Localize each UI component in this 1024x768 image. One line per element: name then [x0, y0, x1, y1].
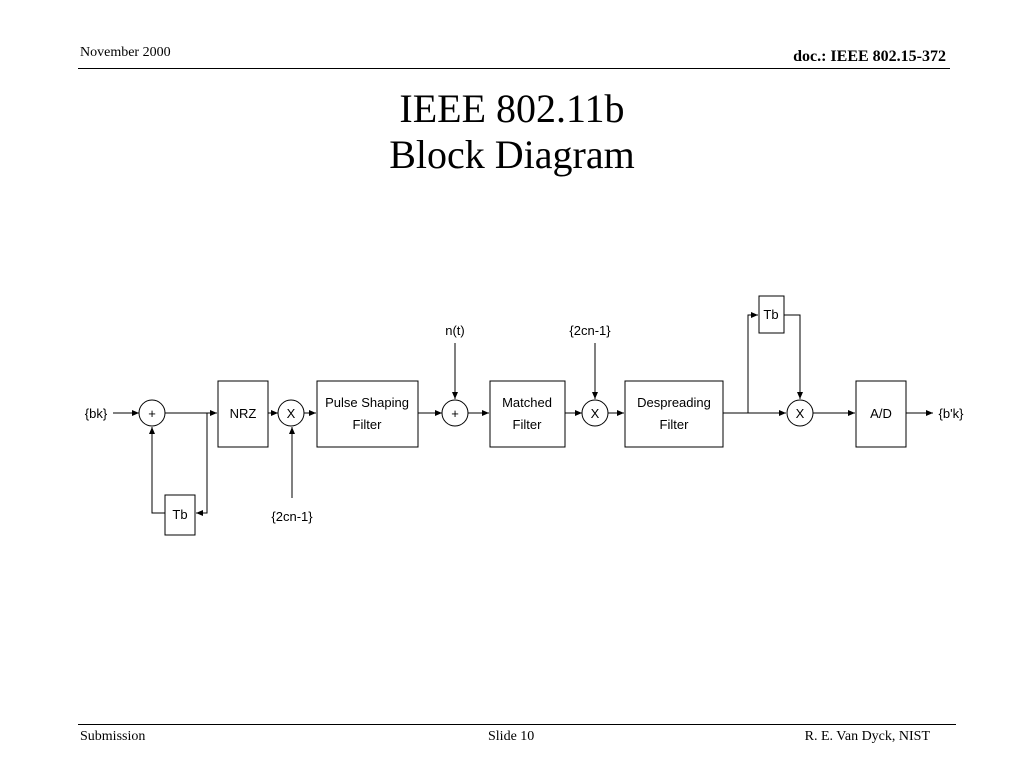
multiplier-differential-symbol: X — [796, 406, 805, 421]
adder-noise-symbol: + — [451, 406, 459, 421]
output-label: {b'k} — [939, 406, 965, 421]
footer-divider — [78, 724, 956, 725]
header-doc-id: doc.: IEEE 802.15-372 — [793, 48, 946, 65]
input-label: {bk} — [85, 406, 108, 421]
despreading-filter-label-line1: Despreading — [637, 395, 711, 410]
slide-title: IEEE 802.11b Block Diagram — [0, 86, 1024, 178]
delay-block-decoder — [758, 295, 785, 334]
matched-filter-label-line2: Filter — [513, 417, 543, 432]
header-divider — [78, 68, 950, 69]
delay-decoder-label: Tb — [763, 307, 778, 322]
despreading-filter-block — [624, 380, 724, 448]
adder-noise — [441, 399, 469, 427]
delay-encoder-label: Tb — [172, 507, 187, 522]
footer-author: R. E. Van Dyck, NIST — [804, 729, 930, 744]
delay-block-encoder — [164, 494, 196, 536]
ad-converter-label: A/D — [870, 406, 892, 421]
arrow-branch-to-delay2 — [747, 312, 758, 413]
matched-filter-label-line1: Matched — [502, 395, 552, 410]
adder-encoder-symbol: + — [148, 406, 156, 421]
noise-label: n(t) — [445, 323, 465, 338]
adder-encoder — [138, 399, 166, 427]
footer-submission: Submission — [80, 729, 146, 744]
nrz-block-label: NRZ — [230, 406, 257, 421]
footer-slide-number: Slide 10 — [488, 729, 535, 744]
header-date: November 2000 — [80, 45, 171, 60]
multiplier-despreading — [581, 399, 609, 427]
slide-title-line2: Block Diagram — [389, 132, 635, 177]
nrz-block — [217, 380, 269, 448]
slide-title-line1: IEEE 802.11b — [399, 86, 625, 131]
despreading-filter-label-line2: Filter — [660, 417, 690, 432]
pulse-shaping-label-line1: Pulse Shaping — [325, 395, 409, 410]
spread-code-label-receiver: {2cn-1} — [569, 323, 611, 338]
pulse-shaping-label-line2: Filter — [353, 417, 383, 432]
multiplier-spreading — [277, 399, 305, 427]
spread-code-label-transmitter: {2cn-1} — [271, 509, 313, 524]
matched-filter-block — [489, 380, 566, 448]
multiplier-spreading-symbol: X — [287, 406, 296, 421]
arrow-feedback-to-delay — [196, 413, 208, 516]
multiplier-differential — [786, 399, 814, 427]
arrow-delay2-to-mult3 — [784, 314, 803, 399]
multiplier-despreading-symbol: X — [591, 406, 600, 421]
ad-converter-block — [855, 380, 907, 448]
pulse-shaping-filter-block — [316, 380, 419, 448]
arrow-delay-to-adder1 — [149, 427, 165, 514]
